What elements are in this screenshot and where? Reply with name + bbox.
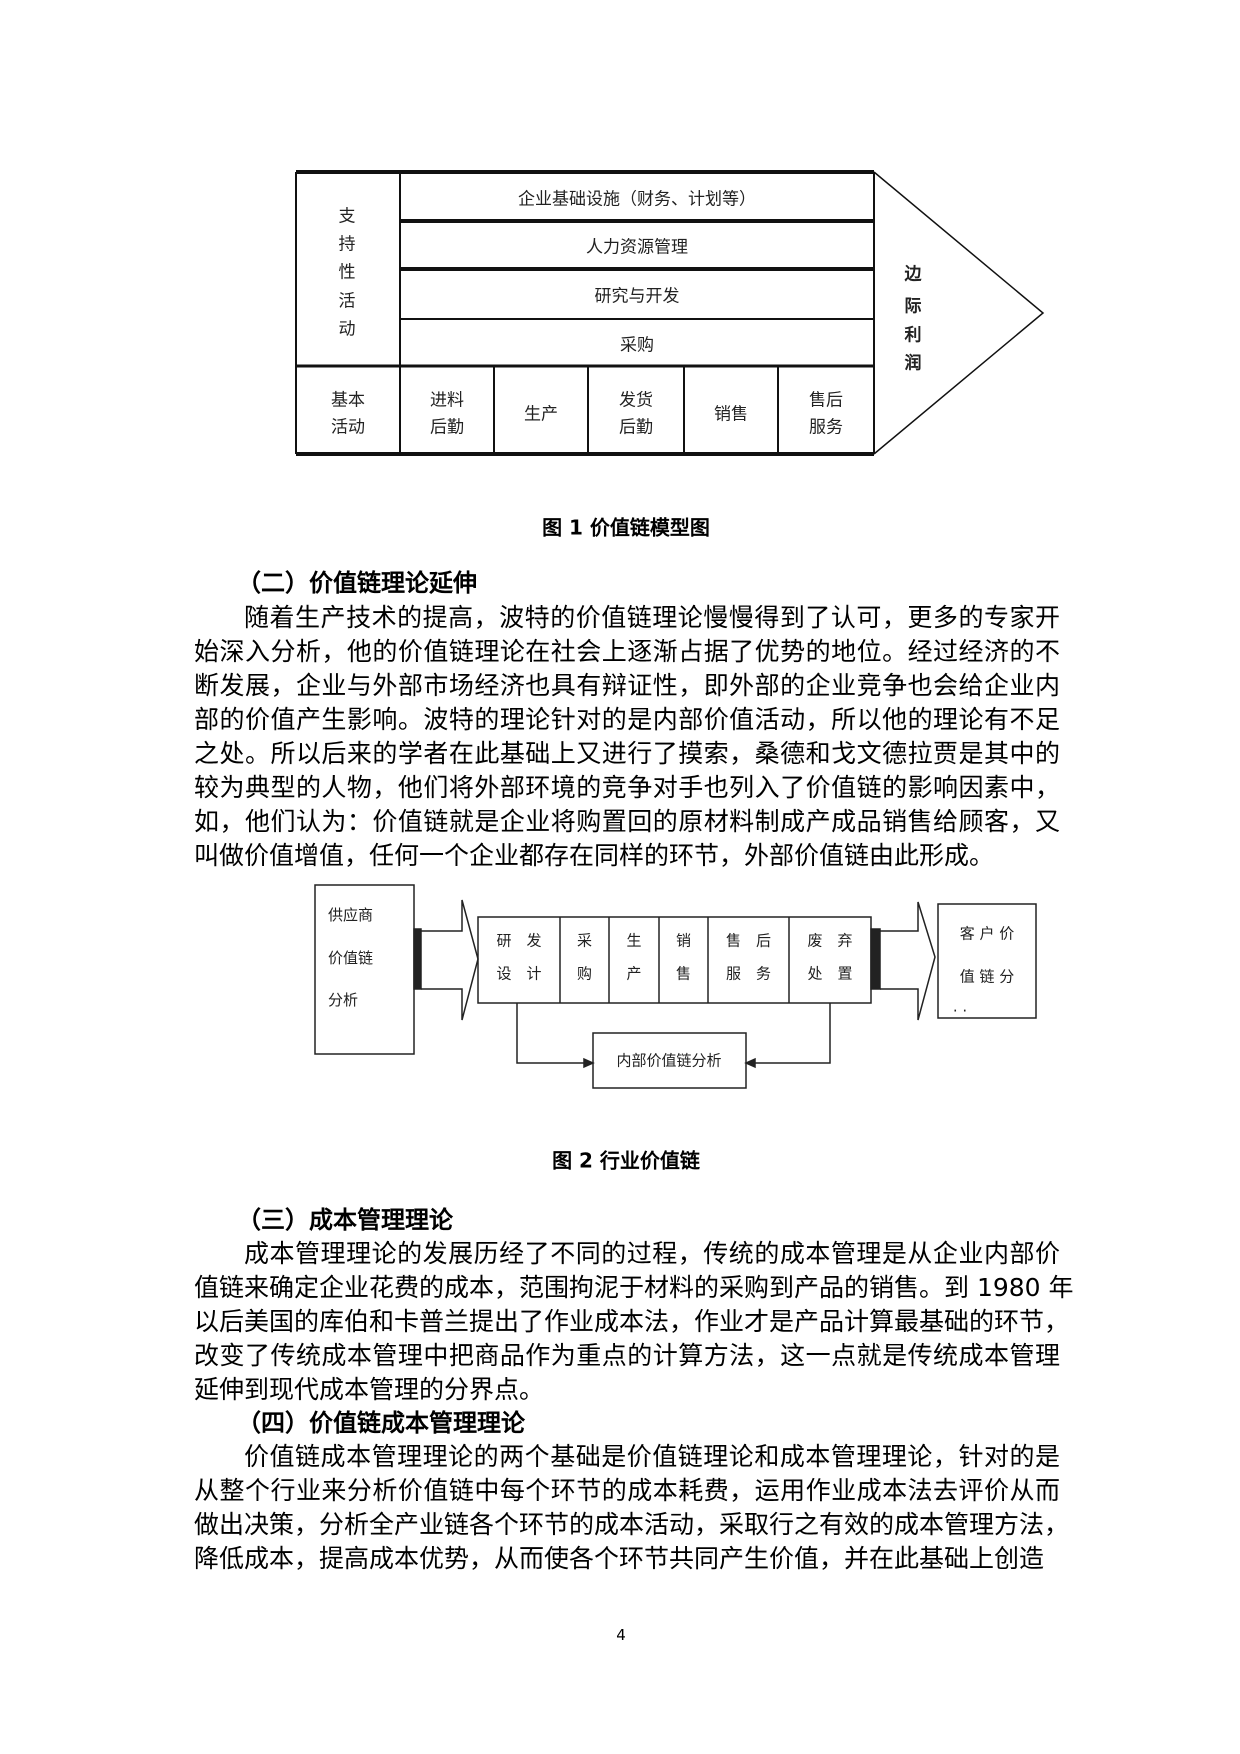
chain-cell-text: 设 计 bbox=[496, 964, 542, 983]
value-chain-model-figure bbox=[295, 170, 1045, 456]
chain-cell-text: 研 发 bbox=[496, 931, 542, 950]
support-label-char: 支 bbox=[338, 206, 356, 227]
customer-text: 值 链 分 bbox=[959, 967, 1015, 986]
customer-text: · · bbox=[952, 1002, 968, 1020]
paragraph-line: 之处。所以后来的学者在此基础上又进行了摸索，桑德和戈文德拉贾是其中的 bbox=[194, 739, 1060, 768]
margin-arrow bbox=[873, 171, 1045, 455]
supplier-text: 分析 bbox=[328, 991, 359, 1009]
right-arrow bbox=[880, 901, 936, 1021]
chain-cell-text: 生 bbox=[626, 931, 642, 950]
section-heading: （二）价值链理论延伸 bbox=[237, 569, 477, 597]
section-heading: （三）成本管理理论 bbox=[237, 1206, 453, 1234]
primary-cell: 售后 bbox=[809, 390, 843, 411]
paragraph-line: 以后美国的库伯和卡普兰提出了作业成本法，作业才是产品计算最基础的环节， bbox=[194, 1307, 1070, 1336]
supplier-text: 价值链 bbox=[328, 949, 374, 967]
chain-cell-text: 服 务 bbox=[725, 964, 772, 983]
primary-label: 活动 bbox=[331, 417, 365, 438]
support-row: 研究与开发 bbox=[594, 286, 680, 307]
figure1-caption: 图 1 价值链模型图 bbox=[542, 515, 710, 540]
margin-label-char: 际 bbox=[904, 296, 922, 317]
paragraph-line: 改变了传统成本管理中把商品作为重点的计算方法，这一点就是传统成本管理 bbox=[194, 1341, 1060, 1370]
paragraph-line: 叫做价值增值，任何一个企业都存在同样的环节，外部价值链由此形成。 bbox=[194, 841, 995, 870]
paragraph-line: 如，他们认为：价值链就是企业将购置回的原材料制成产成品销售给顾客，又 bbox=[194, 807, 1060, 836]
support-label-char: 活 bbox=[338, 291, 356, 312]
margin-label-char: 边 bbox=[904, 264, 922, 285]
support-label-char: 动 bbox=[338, 319, 356, 340]
paragraph-line: 成本管理理论的发展历经了不同的过程，传统的成本管理是从企业内部价 bbox=[244, 1239, 1060, 1268]
internal-box bbox=[592, 1032, 747, 1089]
left-connector bbox=[413, 928, 422, 990]
primary-cell: 进料 bbox=[430, 390, 464, 411]
chain-cell-text: 处 置 bbox=[807, 964, 853, 983]
figure2-caption: 图 2 行业价值链 bbox=[552, 1148, 700, 1173]
connector-right bbox=[751, 1003, 831, 1064]
chain-cell-text: 购 bbox=[576, 964, 593, 983]
support-row: 采购 bbox=[620, 335, 654, 356]
supplier-text: 供应商 bbox=[328, 906, 374, 924]
support-row: 企业基础设施（财务、计划等） bbox=[518, 189, 756, 210]
paragraph-line: 随着生产技术的提高，波特的价值链理论慢慢得到了认可，更多的专家开 bbox=[244, 603, 1060, 632]
customer-box bbox=[937, 903, 1037, 1019]
primary-cell: 发货 bbox=[619, 390, 653, 411]
paragraph-line: 部的价值产生影响。波特的理论针对的是内部价值活动，所以他的理论有不足 bbox=[194, 705, 1060, 734]
primary-cell: 销售 bbox=[714, 404, 748, 425]
chain-cell-text: 废 弃 bbox=[807, 931, 853, 950]
chain-cell-text: 销 bbox=[675, 931, 692, 950]
customer-text: 客 户 价 bbox=[959, 924, 1015, 943]
paragraph-line: 从整个行业来分析价值链中每个环节的成本耗费，运用作业成本法去评价从而 bbox=[194, 1476, 1060, 1505]
page-number: 4 bbox=[616, 1626, 626, 1644]
right-connector bbox=[870, 928, 881, 990]
margin-label-char: 利 bbox=[904, 325, 922, 346]
connector-left bbox=[516, 1003, 588, 1064]
primary-cell: 服务 bbox=[809, 417, 843, 438]
paragraph-line: 始深入分析，他的价值链理论在社会上逐渐占据了优势的地位。经过经济的不 bbox=[194, 637, 1060, 666]
paragraph-line: 做出决策，分析全产业链各个环节的成本活动，采取行之有效的成本管理方法， bbox=[194, 1510, 1070, 1539]
internal-box-label: 内部价值链分析 bbox=[616, 1051, 722, 1070]
chain-cell-text: 采 bbox=[576, 931, 593, 950]
paragraph-line: 延伸到现代成本管理的分界点。 bbox=[194, 1375, 545, 1404]
left-arrow bbox=[421, 899, 479, 1021]
support-label-char: 持 bbox=[338, 234, 356, 255]
paragraph-line: 较为典型的人物，他们将外部环境的竞争对手也列入了价值链的影响因素中， bbox=[194, 773, 1060, 802]
chain-cell-text: 售 后 bbox=[725, 931, 772, 950]
primary-cell: 生产 bbox=[524, 404, 558, 425]
paragraph-line: 值链来确定企业花费的成本，范围拘泥于材料的采购到产品的销售。到 1980 年 bbox=[194, 1273, 1074, 1302]
industry-value-chain-figure bbox=[314, 884, 1037, 1089]
paragraph-line: 降低成本，提高成本优势，从而使各个环节共同产生价值，并在此基础上创造 bbox=[194, 1544, 1045, 1573]
paragraph-line: 断发展，企业与外部市场经济也具有辩证性，即外部的企业竞争也会给企业内 bbox=[194, 671, 1060, 700]
support-row: 人力资源管理 bbox=[586, 237, 688, 258]
primary-cell: 后勤 bbox=[430, 417, 464, 438]
support-label-char: 性 bbox=[338, 262, 356, 283]
chain-cell-text: 售 bbox=[675, 964, 692, 983]
paragraph-line: 价值链成本管理理论的两个基础是价值链理论和成本管理理论，针对的是 bbox=[244, 1442, 1060, 1471]
margin-label-char: 润 bbox=[904, 353, 922, 374]
primary-cell: 后勤 bbox=[619, 417, 653, 438]
section-heading: （四）价值链成本管理理论 bbox=[237, 1409, 525, 1437]
primary-label: 基本 bbox=[331, 390, 365, 411]
chain-cell-text: 产 bbox=[626, 964, 642, 983]
